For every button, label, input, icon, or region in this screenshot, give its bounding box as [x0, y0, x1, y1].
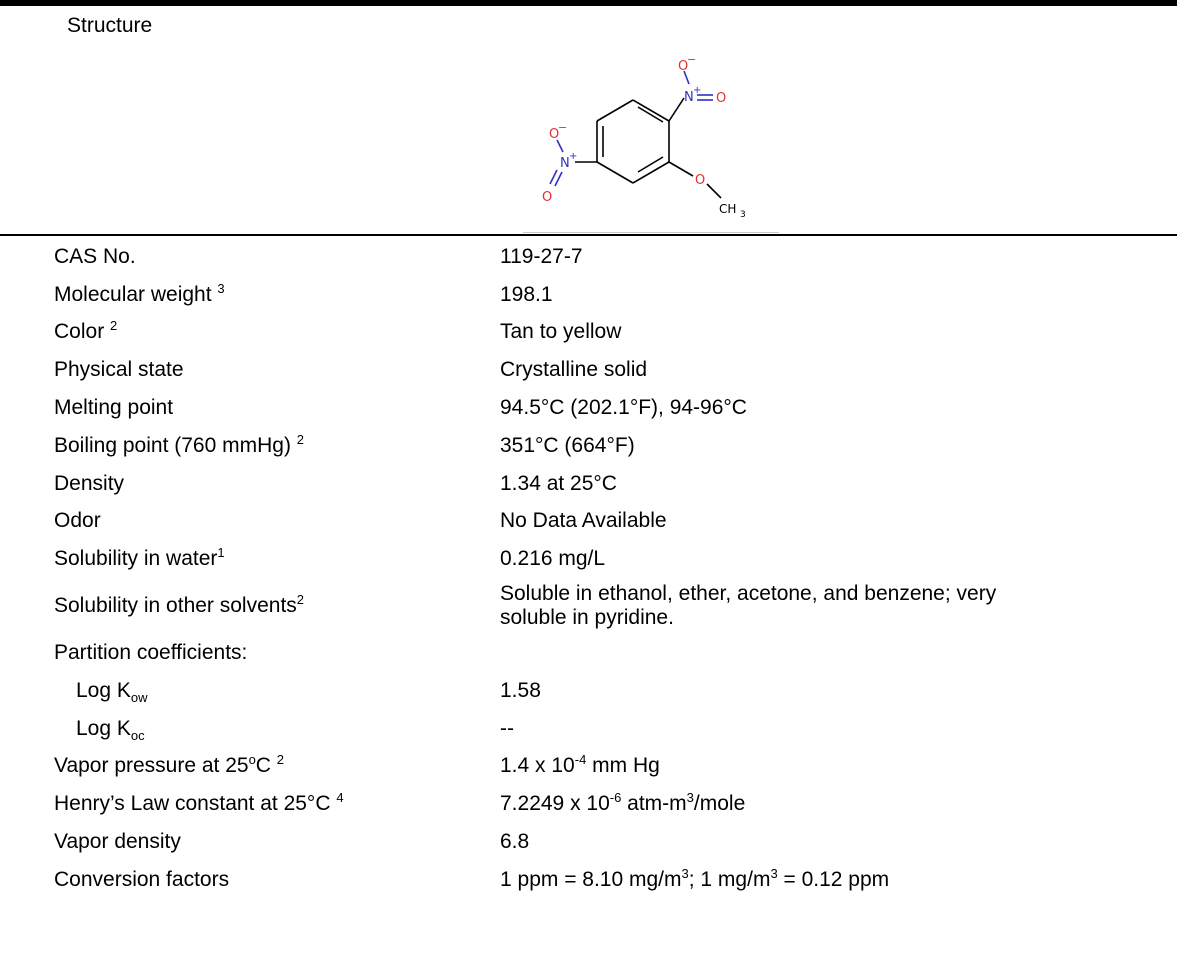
charge-minus-top: − [687, 56, 696, 66]
properties-table: CAS No. 119-27-7 Molecular weight 3 198.… [0, 238, 1177, 899]
bond-ring-oxygen [668, 161, 694, 177]
atom-o-bottom-left: O [542, 190, 552, 205]
bond-n-o-left [556, 139, 564, 153]
property-value: Tan to yellow [500, 320, 622, 344]
table-row: Solubility in water1 0.216 mg/L [0, 540, 1177, 578]
mid-rule [0, 234, 1177, 236]
table-row: Vapor pressure at 25oC 2 1.4 x 10-4 mm H… [0, 748, 1177, 786]
property-name: Vapor density [54, 830, 181, 854]
atom-methyl-subscript: 3 [740, 210, 746, 220]
property-value: 1 ppm = 8.10 mg/m3; 1 mg/m3 = 0.12 ppm [500, 865, 890, 891]
property-name: Log Kow [76, 678, 148, 706]
table-row: Henry’s Law constant at 25°C 4 7.2249 x … [0, 785, 1177, 823]
ring-bond [596, 99, 634, 122]
atom-o-methoxy: O [695, 173, 705, 188]
property-name: Henry’s Law constant at 25°C 4 [54, 790, 344, 816]
property-value: 7.2249 x 10-6 atm-m3/mole [500, 790, 746, 816]
bond-n-o-left-double [549, 169, 558, 185]
property-name: Solubility in other solvents2 [54, 592, 305, 618]
atom-n-top: N [684, 90, 694, 105]
atom-n-left: N [560, 156, 570, 171]
property-name: Odor [54, 509, 101, 533]
ring-bond [632, 99, 670, 122]
structure-underline [523, 232, 779, 233]
ring-double-bond [637, 156, 664, 173]
table-row: Physical state Crystalline solid [0, 351, 1177, 389]
property-name: Log Koc [76, 716, 145, 743]
atom-o-top-right: O [716, 91, 726, 106]
table-row: Conversion factors 1 ppm = 8.10 mg/m3; 1… [0, 861, 1177, 899]
property-value: 198.1 [500, 282, 553, 306]
table-row: Vapor density 6.8 [0, 823, 1177, 861]
table-row: Partition coefficients: [0, 634, 1177, 672]
property-name: Boiling point (760 mmHg) 2 [54, 431, 305, 457]
property-value: Soluble in ethanol, ether, acetone, and … [500, 582, 997, 630]
property-name: Conversion factors [54, 867, 230, 891]
property-value: 1.34 at 25°C [500, 471, 617, 495]
property-value: 119-27-7 [500, 244, 583, 268]
ring-bond [596, 161, 634, 184]
ring-bond [632, 161, 670, 184]
table-row: Color 2 Tan to yellow [0, 314, 1177, 352]
property-value [500, 634, 1177, 672]
property-value: 351°C (664°F) [500, 433, 635, 457]
table-row: Melting point 94.5°C (202.1°F), 94-96°C [0, 389, 1177, 427]
bond-ring-nitro-top [668, 97, 685, 122]
property-name: Vapor pressure at 25oC 2 [54, 752, 285, 778]
table-row: Density 1.34 at 25°C [0, 465, 1177, 503]
property-value: -- [500, 716, 514, 740]
bond-oxygen-methyl [706, 183, 722, 199]
property-value: 6.8 [500, 830, 530, 854]
property-name: Density [54, 471, 125, 495]
property-name: Molecular weight 3 [54, 280, 225, 306]
bond-n-o-top [683, 70, 690, 85]
property-name: Solubility in water1 [54, 545, 225, 571]
property-value: Crystalline solid [500, 358, 648, 382]
property-name: CAS No. [54, 244, 136, 268]
property-name: Partition coefficients: [54, 641, 248, 665]
property-value: 94.5°C (202.1°F), 94-96°C [500, 396, 747, 420]
property-value: 0.216 mg/L [500, 547, 606, 571]
chemical-structure-diagram: O − N + O O − N + O O CH 3 [542, 56, 746, 220]
atom-o-left: O [549, 127, 559, 142]
atom-o-top: O [678, 59, 688, 74]
property-value: 1.58 [500, 678, 541, 702]
charge-plus-left: + [569, 151, 577, 162]
charge-minus-left: − [558, 121, 567, 134]
table-row: Log Kow 1.58 [0, 672, 1177, 710]
property-name: Color 2 [54, 318, 118, 344]
charge-plus-top: + [693, 85, 701, 96]
property-value: 1.4 x 10-4 mm Hg [500, 752, 660, 778]
table-row: Boiling point (760 mmHg) 2 351°C (664°F) [0, 427, 1177, 465]
property-value: No Data Available [500, 509, 667, 533]
table-row: Molecular weight 3 198.1 [0, 276, 1177, 314]
atom-methyl: CH [719, 202, 736, 216]
structure-label: Structure [67, 14, 153, 37]
property-name: Physical state [54, 358, 184, 382]
property-name: Melting point [54, 396, 174, 420]
table-row: CAS No. 119-27-7 [0, 238, 1177, 276]
table-row: Log Koc -- [0, 710, 1177, 748]
top-rule [0, 0, 1177, 6]
table-row: Odor No Data Available [0, 503, 1177, 541]
table-row: Solubility in other solvents2 Soluble in… [0, 578, 1177, 634]
bond-n-o-left-double [554, 171, 563, 187]
ring-double-bond [637, 106, 664, 123]
